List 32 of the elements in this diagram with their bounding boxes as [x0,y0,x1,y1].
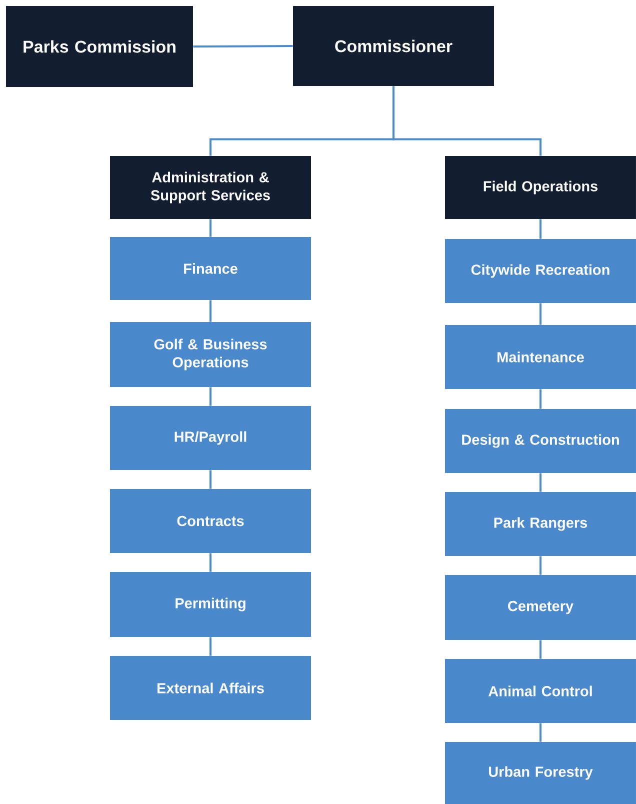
division-box: Field Operations [445,156,636,219]
unit-box: Cemetery [445,575,636,640]
connector-line [540,473,542,492]
connector-line [392,86,542,156]
division-box: Administration & Support Services [110,156,311,219]
connector-line [540,389,542,409]
unit-box: Urban Forestry [445,742,636,804]
unit-box: Animal Control [445,659,636,723]
unit-box: Maintenance [445,325,636,389]
connector-line [540,723,542,742]
unit-box: Golf & Business Operations [110,322,311,387]
unit-box: Finance [110,237,311,300]
unit-box: External Affairs [110,656,311,720]
top-box: Commissioner [293,6,494,86]
unit-box: Park Rangers [445,492,636,556]
unit-box: Citywide Recreation [445,239,636,303]
connector-line [210,553,212,572]
top-box: Parks Commission [6,6,193,87]
connector-line [210,637,212,656]
unit-box: HR/Payroll [110,406,311,470]
connector-line [540,556,542,575]
unit-box: Permitting [110,572,311,637]
connector-line [540,303,542,325]
unit-box: Design & Construction [445,409,636,473]
connector-line [210,219,212,237]
connector-line [193,45,293,48]
unit-box: Contracts [110,489,311,553]
connector-line [210,300,212,322]
connector-line [540,640,542,659]
connector-line [210,387,212,406]
connector-line [210,470,212,489]
connector-line [540,219,542,239]
